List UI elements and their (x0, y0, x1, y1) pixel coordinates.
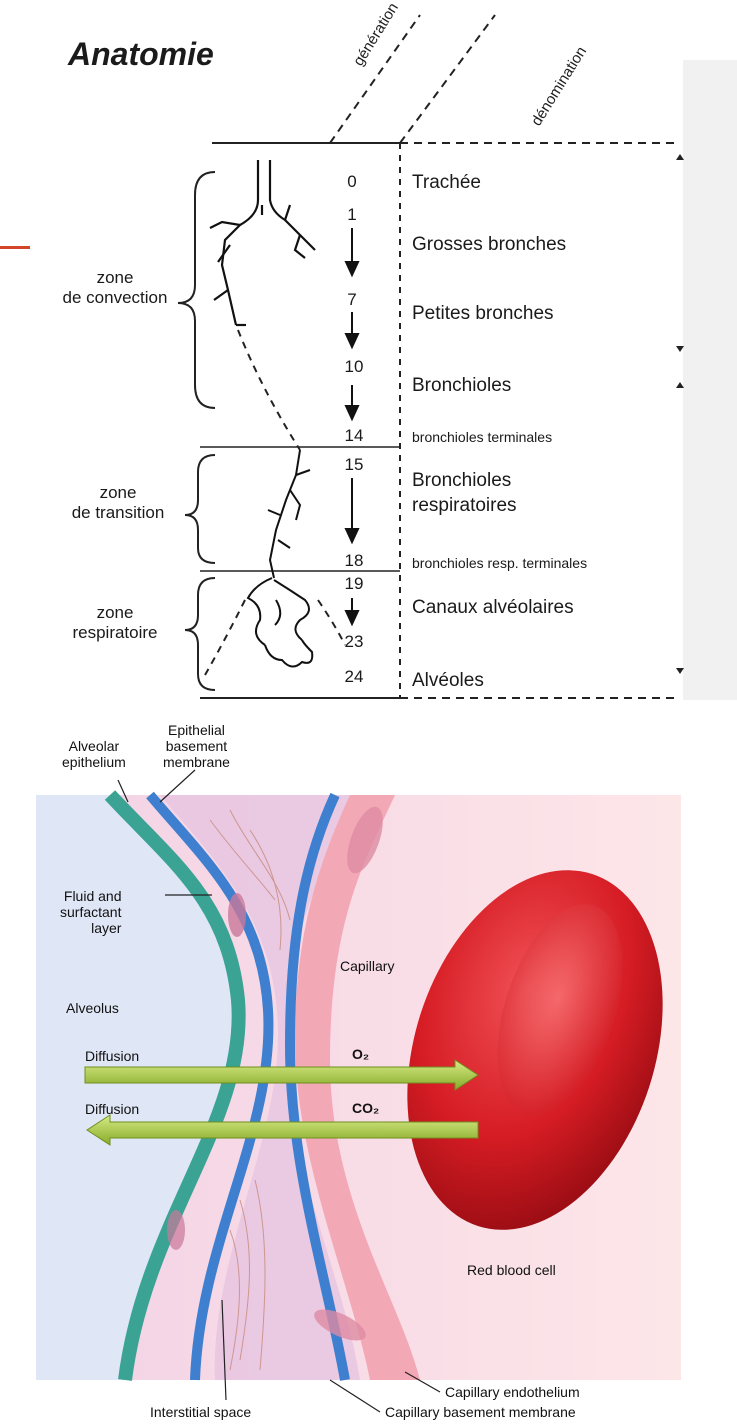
label-interstitial-space: Interstitial space (150, 1404, 251, 1420)
side-panel (683, 60, 737, 700)
label-fluid-line-1: Fluid and (60, 888, 121, 904)
den-grosses-bronches: Grosses bronches (412, 234, 566, 256)
gen-18: 18 (334, 551, 374, 571)
zone-transition-line-1: zone (48, 483, 188, 503)
gen-15: 15 (334, 455, 374, 475)
tree-continuation (238, 330, 300, 450)
airway-diagram (0, 0, 737, 700)
label-fluid-line-3: layer (60, 920, 121, 936)
zone-convection-line-2: de convection (45, 288, 185, 308)
den-canaux-alveolaires: Canaux alvéolaires (412, 597, 574, 619)
den-trachee: Trachée (412, 172, 481, 194)
gen-24: 24 (334, 667, 374, 687)
den-bronchioles-terminales: bronchioles terminales (412, 429, 552, 445)
label-diffusion-co2: Diffusion (85, 1101, 139, 1117)
gen-10: 10 (334, 357, 374, 377)
zone-transition: zone de transition (48, 483, 188, 523)
brace-transition (185, 455, 215, 563)
label-epithelial-basement-membrane: Epithelial basement membrane (163, 722, 230, 770)
zone-respiratoire-line-1: zone (45, 603, 185, 623)
label-diffusion-o2: Diffusion (85, 1048, 139, 1064)
epithelial-nucleus-2 (167, 1210, 185, 1250)
label-epithelial-basement-line-1: Epithelial (163, 722, 230, 738)
zone-convection-line-1: zone (45, 268, 185, 288)
label-capillary-basement-membrane: Capillary basement membrane (385, 1404, 576, 1420)
alveoli-tree (248, 578, 312, 667)
zone-transition-line-2: de transition (48, 503, 188, 523)
label-alveolus: Alveolus (66, 1000, 119, 1016)
label-epithelial-basement-line-3: membrane (163, 754, 230, 770)
label-alveolar-epithelium-line-1: Alveolar (62, 738, 126, 754)
label-capillary-endothelium: Capillary endothelium (445, 1384, 580, 1400)
gen-7: 7 (332, 290, 372, 310)
label-fluid-layer: Fluid and surfactant layer (60, 888, 121, 936)
label-epithelial-basement-line-2: basement (163, 738, 230, 754)
transition-tree (268, 450, 310, 578)
gen-19: 19 (334, 574, 374, 594)
label-red-blood-cell: Red blood cell (467, 1262, 556, 1278)
label-o2: O₂ (352, 1046, 369, 1062)
zone-respiratoire-line-2: respiratoire (45, 623, 185, 643)
label-alveolar-epithelium-line-2: epithelium (62, 754, 126, 770)
den-alveoles: Alvéoles (412, 670, 484, 692)
label-co2: CO₂ (352, 1100, 379, 1116)
label-capillary: Capillary (340, 958, 394, 974)
label-alveolar-epithelium: Alveolar epithelium (62, 738, 126, 770)
den-bronchioles-respiratoires-2: respiratoires (412, 495, 517, 517)
den-bronchioles: Bronchioles (412, 375, 511, 397)
label-fluid-line-2: surfactant (60, 904, 121, 920)
brace-respiratoire (185, 578, 215, 690)
epithelial-nucleus-1 (228, 893, 246, 937)
header-line-2 (400, 15, 495, 143)
zone-convection: zone de convection (45, 268, 185, 308)
bronchial-tree (210, 160, 315, 325)
den-bronchioles-respiratoires-1: Bronchioles (412, 470, 511, 492)
alveoli-dash-left (205, 600, 245, 675)
gen-0: 0 (332, 172, 372, 192)
zone-respiratoire: zone respiratoire (45, 603, 185, 643)
gen-1: 1 (332, 205, 372, 225)
gen-23: 23 (334, 632, 374, 652)
side-ticks (676, 154, 684, 674)
den-petites-bronches: Petites bronches (412, 303, 554, 325)
gen-14: 14 (334, 426, 374, 446)
den-bronchioles-resp-terminales: bronchioles resp. terminales (412, 555, 587, 571)
